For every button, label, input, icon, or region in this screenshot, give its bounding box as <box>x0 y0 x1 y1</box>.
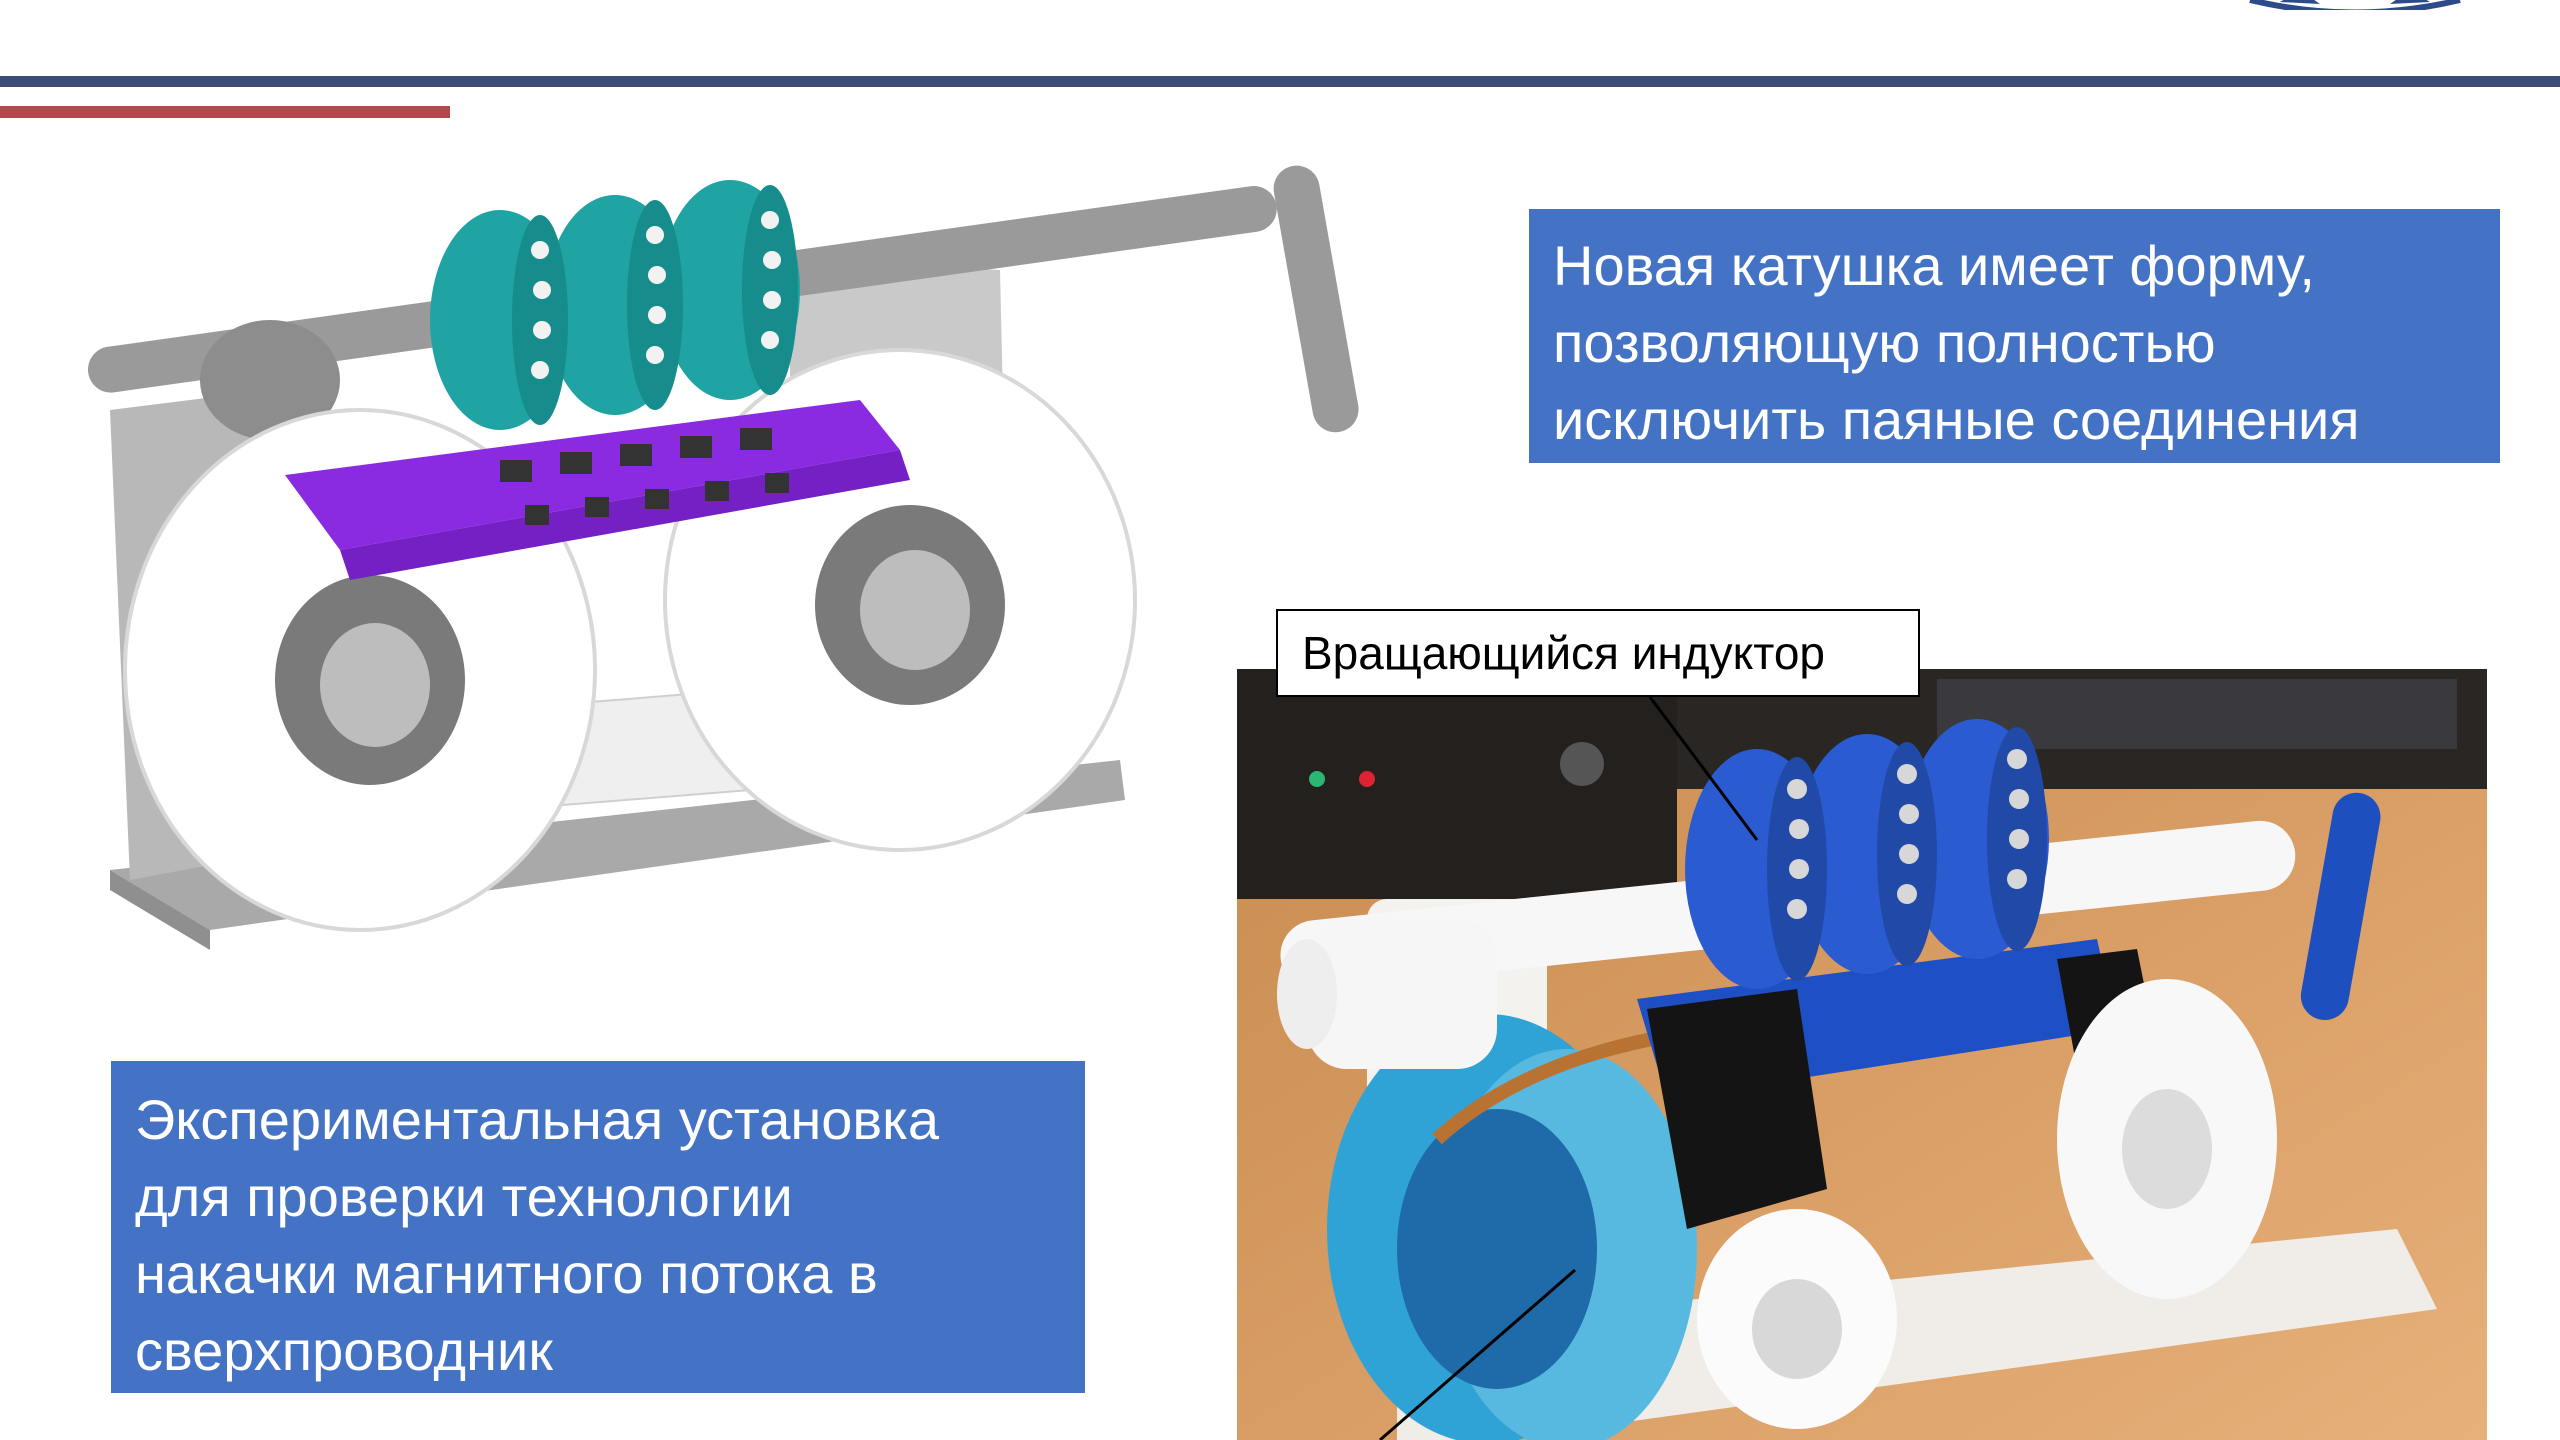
caption-new-coil: Новая катушка имеет форму, позволяющую п… <box>1529 209 2500 463</box>
caption-line: Экспериментальная установка <box>135 1088 940 1151</box>
caption-line: для проверки технологии <box>135 1165 793 1228</box>
caption-line: Новая катушка имеет форму, <box>1553 234 2315 297</box>
logo-icon <box>2249 0 2461 10</box>
caption-line: накачки магнитного потока в <box>135 1242 878 1305</box>
caption-experimental-setup: Экспериментальная установка для проверки… <box>111 1061 1085 1393</box>
accent-rule <box>0 106 450 118</box>
cad-render-image <box>87 165 1359 950</box>
caption-line: позволяющую полностью <box>1553 311 2216 374</box>
caption-line: сверхпроводник <box>135 1319 553 1382</box>
rotating-inductor-label: Вращающийся индуктор <box>1276 609 1920 697</box>
setup-photo <box>1237 669 2487 1440</box>
caption-line: исключить паяные соединения <box>1553 388 2360 451</box>
header-rule <box>0 76 2560 87</box>
